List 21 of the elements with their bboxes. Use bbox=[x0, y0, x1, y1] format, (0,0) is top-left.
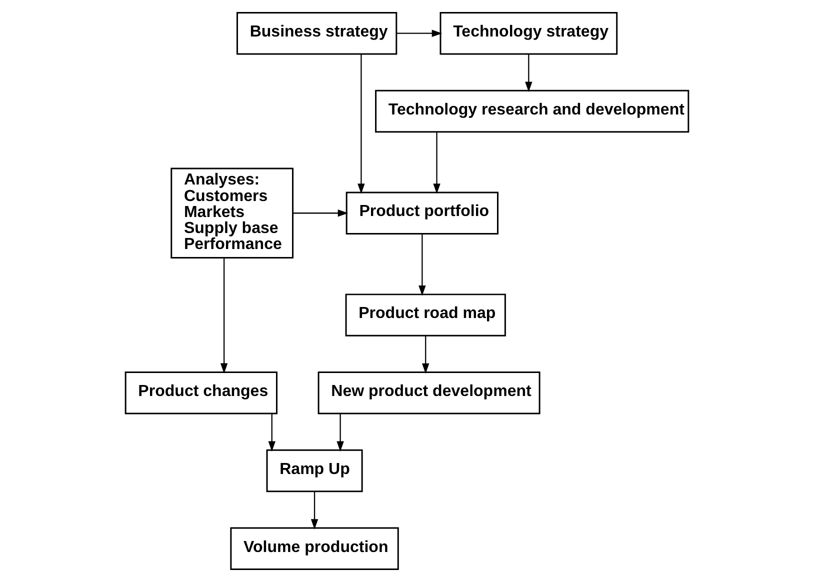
node-box: Product road map bbox=[344, 294, 506, 336]
arrow bbox=[292, 210, 348, 217]
node-box: Business strategy bbox=[236, 12, 397, 55]
arrow bbox=[336, 414, 344, 452]
arrow bbox=[396, 30, 442, 37]
node-box: Product portfolio bbox=[345, 192, 498, 234]
arrow bbox=[310, 492, 318, 530]
arrow bbox=[220, 258, 228, 374]
arrow bbox=[357, 54, 364, 194]
node-box: Ramp Up bbox=[266, 449, 362, 492]
node-box: Volume production bbox=[230, 527, 398, 570]
node-box: Analyses: Customers Markets Supply base Performance bbox=[170, 168, 294, 259]
arrow bbox=[524, 54, 532, 92]
node-box: Product changes bbox=[124, 372, 277, 414]
node-box: Technology strategy bbox=[439, 12, 618, 55]
arrow bbox=[432, 132, 440, 194]
arrow bbox=[418, 234, 426, 296]
node-box: New product development bbox=[317, 372, 540, 414]
arrow bbox=[268, 414, 275, 452]
arrow bbox=[422, 336, 429, 374]
node-box: Technology research and development bbox=[374, 90, 689, 133]
